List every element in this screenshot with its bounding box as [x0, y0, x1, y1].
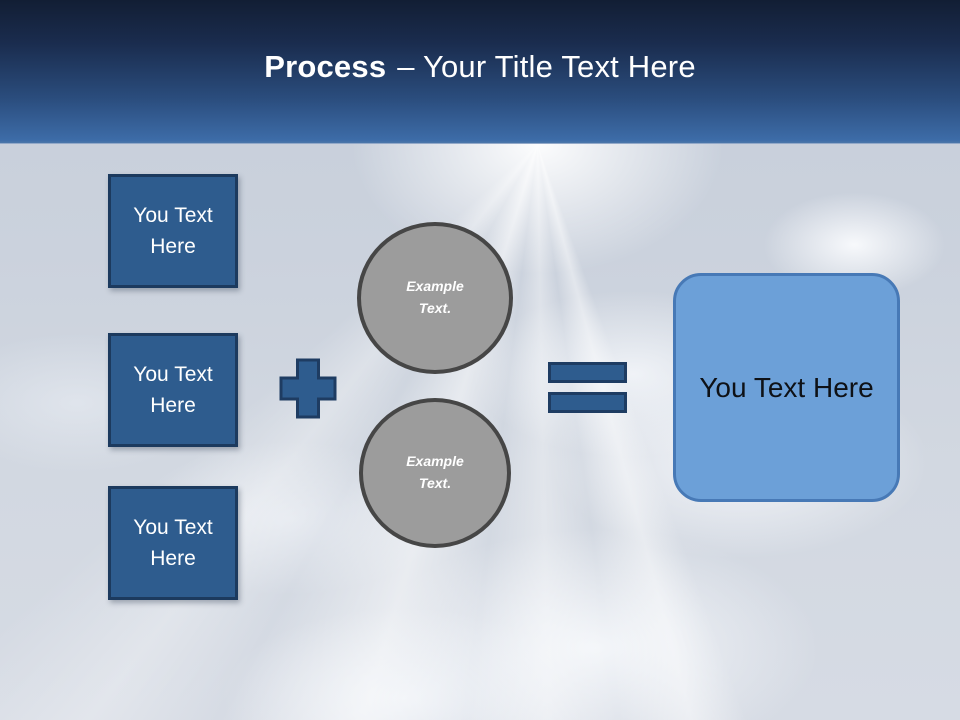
equals-bar-bottom: [548, 392, 627, 413]
process-step-box-3: You Text Here: [108, 486, 238, 600]
process-step-label-3: You Text Here: [133, 515, 213, 571]
result-box-label: You Text Here: [699, 371, 874, 403]
example-circle-2: Example Text.: [359, 398, 511, 548]
slide-title-rest: – Your Title Text Here: [397, 48, 696, 84]
slide-title-keyword: Process: [264, 48, 387, 84]
equals-icon: [548, 362, 627, 413]
example-circle-1-line-2: Text.: [418, 300, 452, 316]
result-box: You Text Here: [673, 273, 900, 502]
process-step-box-2: You Text Here: [108, 333, 238, 447]
process-step-label-1: You Text Here: [133, 203, 213, 259]
example-circle-1: Example Text.: [357, 222, 513, 374]
slide-title: Process – Your Title Text Here: [264, 49, 696, 85]
equals-bar-top: [548, 362, 627, 383]
process-step-box-1: You Text Here: [108, 174, 238, 288]
example-circle-1-line-1: Example: [406, 278, 464, 295]
example-circle-2-line-1: Example: [406, 453, 464, 470]
plus-icon: [279, 358, 337, 419]
title-bar: Process – Your Title Text Here: [0, 0, 960, 144]
process-step-label-2: You Text Here: [133, 362, 213, 418]
example-circle-2-line-2: Text.: [418, 475, 452, 491]
